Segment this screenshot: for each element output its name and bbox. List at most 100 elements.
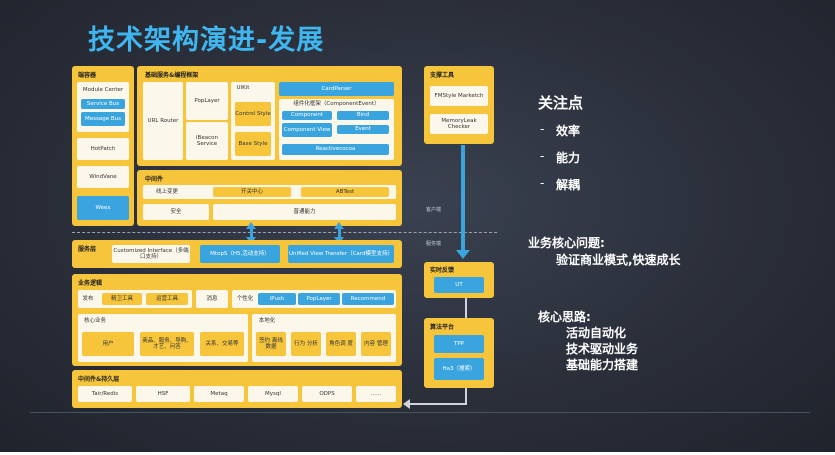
mtops: MtopS（H5,活动支持） (200, 245, 280, 263)
tair-redis: Tair/Redis (78, 386, 132, 402)
connector-horizontal (404, 403, 467, 405)
security: 安全 (143, 204, 209, 220)
control-style: Control Style (235, 102, 271, 126)
server-label: 服务端 (426, 241, 442, 247)
message-box: 消息 (196, 290, 228, 308)
local-item-3: 角色调 度 (326, 332, 356, 356)
module-center: Module Center (82, 86, 124, 93)
focus-bullet-1: - (540, 122, 545, 136)
bind: Bind (337, 111, 389, 120)
message-bus: Message Bus (81, 112, 125, 126)
metaq: Metaq (194, 386, 244, 402)
hsf: HSF (136, 386, 190, 402)
recommend: Recommend (342, 293, 394, 305)
componentization-label: 组件化框架（ComponentEvent） (293, 101, 380, 108)
middleware-label: 中间件 (145, 176, 164, 183)
problem-text: 验证商业模式,快速成长 (556, 253, 681, 267)
arrow-head-up-1 (246, 222, 256, 229)
uikit-group: UIKit Control Style Base Style (231, 82, 275, 160)
switch-center: 开关中心 (213, 187, 291, 197)
windvane: WindVane (77, 166, 129, 188)
container-panel: 端容器 Module Center Service Bus Message Bu… (72, 66, 134, 226)
thinking-title: 核心思路: (538, 310, 591, 324)
mysql: Mysql (248, 386, 298, 402)
publish-tool-2: 运营工具 (146, 293, 188, 305)
online-change: 线上变更 (155, 188, 178, 195)
realtime-arrow-shaft (461, 145, 465, 251)
middleware-row: 线上变更 开关中心 ABTest (143, 185, 396, 199)
business-logic-label: 业务逻辑 (78, 280, 103, 287)
local-item-4: 内容 管理 (361, 332, 391, 356)
arrow-shaft-2 (338, 228, 341, 238)
bottom-rule (30, 412, 810, 413)
support-tools-panel: 支撑工具 FMStyle Marketch MemoryLeak Checker (424, 66, 494, 144)
weex: Weex (77, 196, 129, 220)
arrow-shaft-1 (250, 228, 253, 238)
container-group: Module Center Service Bus Message Bus (77, 82, 129, 132)
middleware-panel: 中间件 线上变更 开关中心 ABTest 安全 普通能力 (137, 170, 402, 226)
fmstyle-marketch: FMStyle Marketch (430, 86, 488, 106)
core-business-group: 核心业务 用户 商品、服务、导购、才艺、问答 关系、交易等 (78, 314, 248, 362)
unified-view-transfer: Unified View Transfer（Card模型支持） (288, 245, 394, 263)
ipush: iPush (258, 293, 296, 305)
core-user: 用户 (82, 332, 134, 356)
service-layer-label: 服务层 (78, 246, 97, 253)
thinking-item-1: 活动自动化 (566, 326, 627, 340)
localization-label: 本地化 (258, 317, 276, 324)
component-view: Component View (282, 123, 332, 137)
local-item-1: 签约 离线 数据 (256, 332, 286, 356)
personalization-label: 个性化 (236, 295, 254, 302)
publish-row: 发布 精卫工具 运营工具 (78, 290, 192, 308)
publish-label: 发布 (82, 295, 94, 302)
component: Component (282, 111, 332, 120)
client-label: 客户端 (426, 207, 442, 213)
focus-item-2: 能力 (556, 151, 581, 165)
local-item-2: 行为 分析 (291, 332, 321, 356)
service-bus: Service Bus (81, 99, 125, 109)
componentization-group: 组件化框架（ComponentEvent） Component Bind Com… (279, 99, 394, 160)
container-label: 端容器 (78, 72, 97, 79)
abtest: ABTest (301, 187, 389, 197)
general-capability: 普通能力 (213, 204, 396, 220)
url-router: URL Router (143, 82, 183, 160)
hotpatch: HotPatch (77, 138, 129, 160)
poplayer-personal: PopLayer (298, 293, 340, 305)
base-style: Base Style (235, 132, 271, 156)
publish-tool-1: 精卫工具 (102, 293, 142, 305)
algorithm-panel: 算法平台 TPP Ha3（搜索） (424, 318, 494, 388)
focus-title: 关注点 (538, 94, 584, 112)
focus-bullet-2: - (540, 149, 545, 163)
reactivecocoa: Reactivecocoa (282, 144, 389, 155)
more-items: …… (356, 386, 396, 402)
realtime-arrow-head (456, 250, 470, 259)
uikit-label: UIKit (236, 85, 250, 92)
arrow-head-up-2 (334, 222, 344, 229)
problem-title: 业务核心问题: (528, 236, 605, 250)
connector-arrow-head (403, 399, 410, 409)
thinking-item-3: 基础能力搭建 (566, 358, 639, 372)
focus-item-1: 效率 (556, 124, 581, 138)
customized-interface: Customized Interface（多端口支持） (112, 245, 190, 263)
client-server-divider (72, 232, 497, 233)
localization-group: 本地化 签约 离线 数据 行为 分析 角色调 度 内容 管理 (252, 314, 396, 362)
realtime-panel: 实时反馈 UT (424, 262, 494, 298)
ut-item: UT (434, 277, 484, 293)
personalization-row: 个性化 iPush PopLayer Recommend (232, 290, 396, 308)
realtime-label: 实时反馈 (430, 267, 455, 274)
algorithm-label: 算法平台 (430, 324, 455, 331)
tpp: TPP (434, 335, 484, 353)
cardparser: CardParser (279, 82, 394, 96)
core-business-label: 核心业务 (83, 317, 106, 324)
core-relation: 关系、交易等 (200, 332, 244, 356)
service-layer-panel: 服务层 Customized Interface（多端口支持） MtopS（H5… (72, 240, 402, 268)
support-tools-label: 支撑工具 (430, 72, 455, 79)
memoryleak-checker: MemoryLeak Checker (430, 114, 488, 134)
focus-bullet-3: - (540, 176, 545, 190)
base-services-label: 基础服务&编程框架 (145, 72, 199, 79)
core-goods: 商品、服务、导购、才艺、问答 (140, 332, 194, 356)
base-services-panel: 基础服务&编程框架 URL Router PopLayer iBeacon Se… (137, 66, 402, 166)
persistence-panel: 中间件&持久层 Tair/Redis HSF Metaq Mysql ODPS … (72, 370, 402, 408)
slide-title: 技术架构演进-发展 (88, 25, 325, 56)
ha3: Ha3（搜索） (434, 358, 484, 380)
